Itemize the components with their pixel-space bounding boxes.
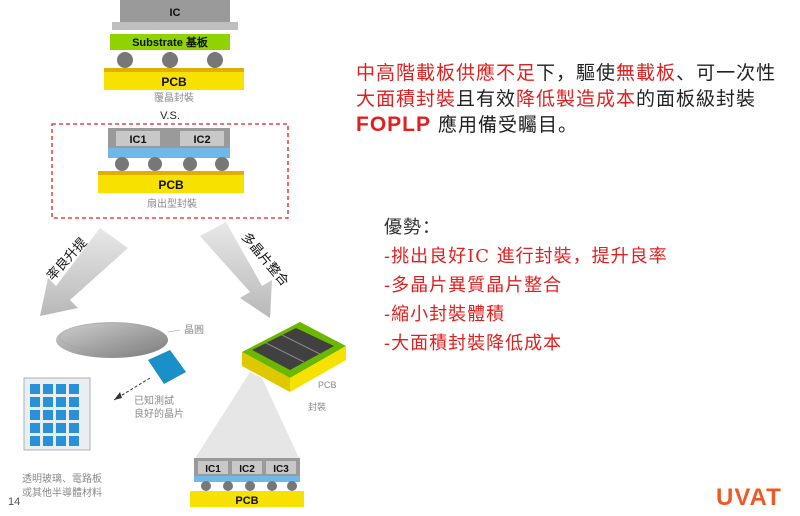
bottom-ic3-label: IC3: [273, 464, 289, 475]
highlight-high-end-substrate: 中高階載板: [356, 62, 457, 84]
text-segment: 的面板級封裝: [636, 88, 757, 110]
pcb-pads: [98, 171, 244, 175]
highlight-shortage: 供應不足: [456, 62, 537, 84]
advantages-list: 優勢： -挑出良好IC 進行封裝，提升良率 -多晶片異質晶片整合 -縮小封裝體積…: [384, 213, 668, 358]
panel-chip-array: [30, 384, 79, 446]
main-description: 中高階載板供應不足下，驅使無載板、可一次性大面積封裝且有效降低製造成本的面板級封…: [356, 60, 796, 138]
highlight-foplp: FOPLP: [356, 113, 432, 136]
pcb-pads: [104, 68, 244, 72]
advantages-heading: 優勢：: [384, 217, 441, 238]
bottom-ic2-label: IC2: [239, 464, 255, 475]
left-arrow: [40, 228, 128, 316]
mcm-pcb-label: PCB: [318, 380, 337, 390]
right-arrow: [200, 222, 272, 318]
advantage-item: -大面積封裝降低成本: [384, 333, 563, 354]
bottom-ic1-block: [198, 461, 228, 474]
solder-ball: [245, 481, 255, 491]
top-ic-label: IC: [170, 7, 181, 19]
top-pcb: [104, 72, 244, 90]
solder-ball: [223, 481, 233, 491]
mcm-substrate-front: [290, 346, 346, 392]
solder-ball: [162, 52, 178, 68]
ic2-label: IC2: [193, 134, 210, 146]
fanout-pcb-label: PCB: [158, 178, 184, 192]
page-number: 14: [8, 496, 21, 508]
panel-label-1: 透明玻璃、電路板: [22, 472, 102, 485]
redistribution-layer: [108, 148, 230, 158]
chip-divider: [281, 334, 321, 355]
solder-ball: [215, 157, 229, 171]
top-ic-block: [120, 0, 230, 22]
mcm-substrate-side: [242, 352, 290, 392]
bottom-ic3-block: [266, 461, 296, 474]
die-transfer-arrowhead: [114, 392, 122, 400]
company-logo: UVAT: [716, 484, 782, 511]
fanout-caption: 扇出型封裝: [147, 197, 197, 210]
wafer-label: 晶圓: [184, 324, 204, 336]
wafer-image: [56, 322, 168, 358]
advantage-item: -多晶片異質晶片整合: [384, 275, 563, 296]
solder-ball: [148, 157, 162, 171]
chip-divider: [265, 342, 305, 363]
solder-ball: [267, 481, 277, 491]
ic1-block: [116, 131, 160, 146]
package-label: 封裝: [308, 401, 326, 412]
solder-ball: [183, 157, 197, 171]
flip-chip-caption: 覆晶封裝: [154, 91, 194, 104]
known-good-die: [148, 350, 186, 384]
bottom-pcb: [190, 491, 304, 507]
ic-bumps: [112, 22, 238, 30]
advantage-item: -縮小封裝體積: [384, 304, 506, 325]
fanout-highlight-box: [51, 123, 289, 219]
text-segment: 、可一次性: [676, 62, 777, 84]
solder-ball: [201, 481, 211, 491]
bottom-rdl: [194, 476, 300, 482]
zoom-cone: [194, 372, 300, 460]
ic2-block: [180, 131, 224, 146]
vs-label: V.S.: [160, 110, 180, 122]
bottom-pcb-label: PCB: [235, 495, 258, 507]
bottom-ic2-block: [232, 461, 262, 474]
solder-ball: [117, 52, 133, 68]
advantage-item: -挑出良好IC 進行封裝，提升良率: [384, 246, 668, 267]
substrate-label: Substrate 基板: [132, 35, 209, 49]
wafer-leader: [167, 329, 181, 333]
text-segment: 且有效: [456, 88, 517, 110]
highlight-lower-cost: 降低製造成本: [516, 88, 637, 110]
known-good-die-label-2: 良好的晶片: [134, 407, 184, 420]
highlight-large-area: 大面積封裝: [356, 88, 457, 110]
wafer-grid: [59, 322, 165, 352]
fanout-pcb: [98, 175, 244, 193]
substrate-layer: [110, 34, 230, 50]
text-segment: 應用備受矚目。: [431, 114, 579, 136]
bottom-ic1-label: IC1: [205, 464, 221, 475]
solder-ball: [115, 157, 129, 171]
ic1-label: IC1: [129, 134, 146, 146]
mcm-chips: [252, 328, 334, 370]
panel-label-2: 或其他半導體材料: [22, 486, 102, 499]
highlight-substrate-less: 無載板: [616, 62, 677, 84]
solder-ball: [207, 52, 223, 68]
known-good-die-label-1: 已知測試: [134, 394, 174, 407]
top-pcb-label: PCB: [161, 75, 187, 89]
packaging-diagram: IC Substrate 基板 PCB 覆晶封裝 V.S. IC1 IC2 PC…: [22, 0, 346, 507]
solder-ball: [287, 481, 297, 491]
text-segment: 下，驅使: [536, 62, 617, 84]
